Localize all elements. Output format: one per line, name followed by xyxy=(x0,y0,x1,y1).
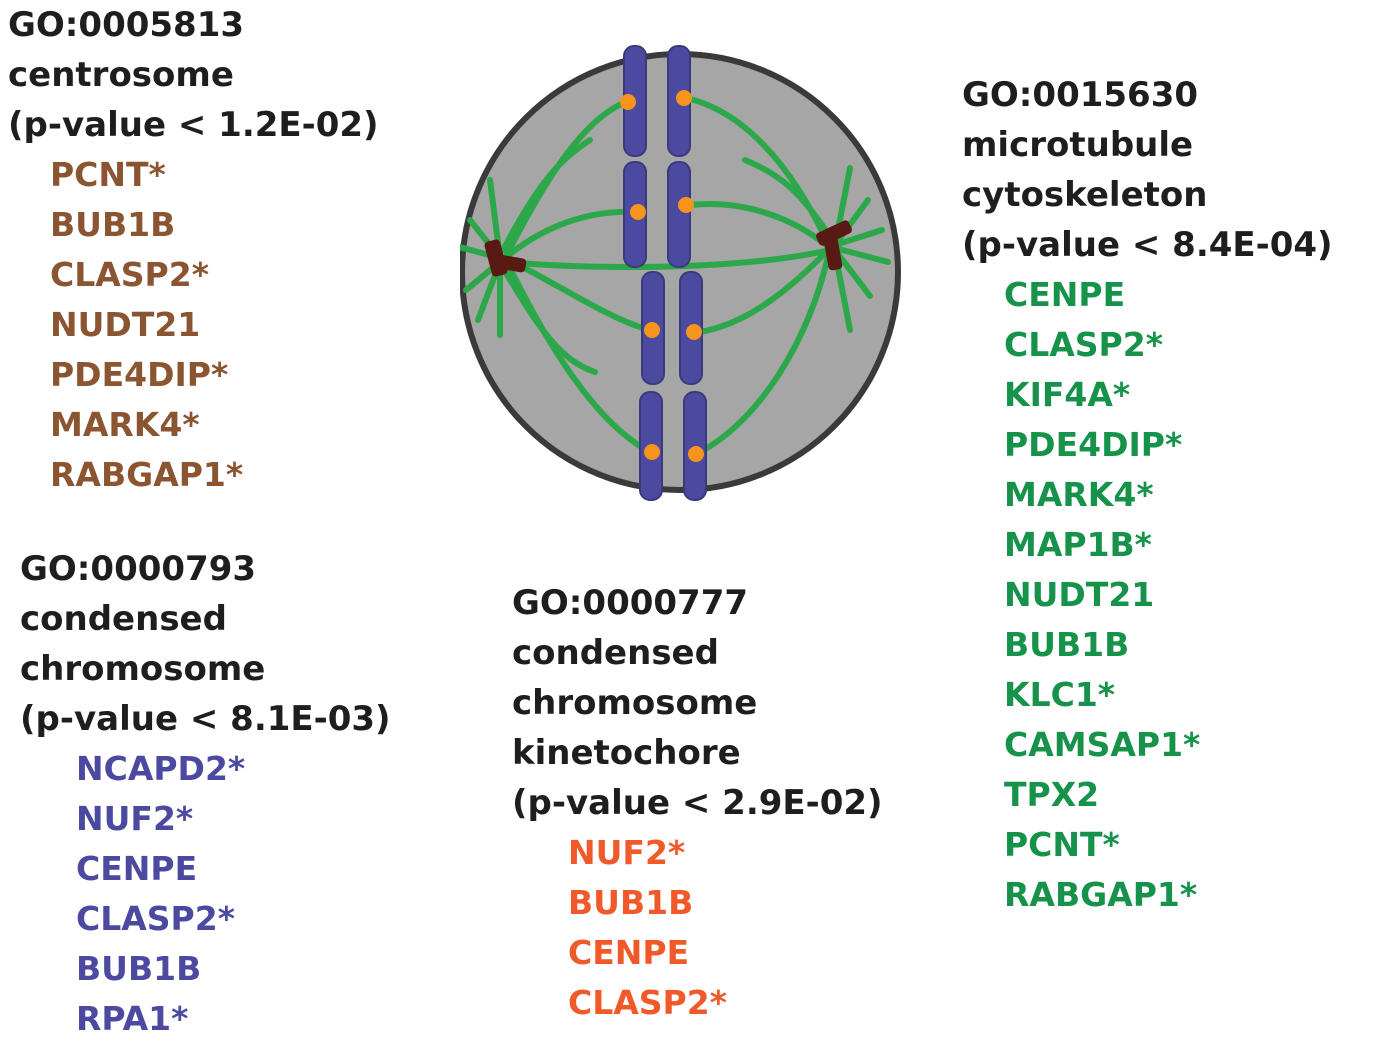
gene-label: NCAPD2* xyxy=(76,749,246,788)
kinetochore xyxy=(688,446,704,462)
chromosome xyxy=(667,161,691,268)
go-term-line: centrosome xyxy=(8,55,234,95)
microtubule xyxy=(500,137,593,253)
gene-list: NUF2* BUB1B CENPE CLASP2* xyxy=(512,828,883,1028)
microtubule xyxy=(832,245,891,265)
gene-label: RPA1* xyxy=(76,999,189,1038)
gene-label: NUDT21 xyxy=(50,305,201,344)
go-pvalue: (p-value < 1.2E-02) xyxy=(8,105,379,145)
go-pvalue: (p-value < 2.9E-02) xyxy=(512,783,883,823)
kinetochore xyxy=(644,444,660,460)
gene-label: CLASP2* xyxy=(568,983,727,1022)
go-id: GO:0015630 xyxy=(962,75,1199,115)
go-group-condensed-chromosome: GO:0000793 condensed chromosome (p-value… xyxy=(20,544,391,1044)
dividing-cell-illustration xyxy=(460,45,901,501)
kinetochores xyxy=(620,90,704,462)
gene-label: CLASP2* xyxy=(1004,325,1163,364)
go-id: GO:0000793 xyxy=(20,549,257,589)
gene-label: PDE4DIP* xyxy=(50,355,229,394)
go-term-line: condensed xyxy=(512,633,719,673)
microtubule xyxy=(687,201,833,251)
gene-label: BUB1B xyxy=(76,949,202,988)
gene-label: CENPE xyxy=(568,933,690,972)
gene-list: PCNT* BUB1B CLASP2* NUDT21 PDE4DIP* MARK… xyxy=(8,150,379,500)
gene-label: CAMSAP1* xyxy=(1004,725,1201,764)
kinetochore xyxy=(678,197,694,213)
gene-label: CENPE xyxy=(1004,275,1126,314)
gene-label: CENPE xyxy=(76,849,198,888)
go-term-line: chromosome xyxy=(20,649,266,689)
go-term-line: chromosome xyxy=(512,683,758,723)
kinetochore xyxy=(630,204,646,220)
gene-label: MARK4* xyxy=(50,405,200,444)
microtubule xyxy=(697,245,833,455)
centrosome-left xyxy=(484,239,527,277)
go-group-microtubule-cytoskeleton: GO:0015630 microtubule cytoskeleton (p-v… xyxy=(962,70,1333,920)
gene-label: NUF2* xyxy=(76,799,194,838)
gene-label: BUB1B xyxy=(1004,625,1130,664)
gene-list: NCAPD2* NUF2* CENPE CLASP2* BUB1B RPA1* xyxy=(20,744,391,1044)
go-term-line: condensed xyxy=(20,599,227,639)
gene-label: MAP1B* xyxy=(1004,525,1152,564)
go-id: GO:0005813 xyxy=(8,5,245,45)
centrosome-right xyxy=(816,220,852,271)
gene-label: KIF4A* xyxy=(1004,375,1131,414)
gene-label: NUDT21 xyxy=(1004,575,1155,614)
gene-label: RABGAP1* xyxy=(1004,875,1198,914)
microtubule xyxy=(502,247,833,270)
go-group-centrosome: GO:0005813 centrosome (p-value < 1.2E-02… xyxy=(8,0,379,500)
microtubule xyxy=(502,208,637,261)
microtubule xyxy=(832,227,885,248)
gene-label: KLC1* xyxy=(1004,675,1116,714)
go-group-kinetochore: GO:0000777 condensed chromosome kinetoch… xyxy=(512,578,883,1028)
microtubule xyxy=(500,265,598,375)
go-term-line: cytoskeleton xyxy=(962,175,1208,215)
go-pvalue: (p-value < 8.4E-04) xyxy=(962,225,1333,265)
gene-label: BUB1B xyxy=(568,883,694,922)
microtubule xyxy=(697,245,833,335)
gene-label: MARK4* xyxy=(1004,475,1154,514)
go-term-line: kinetochore xyxy=(512,733,741,773)
kinetochore xyxy=(644,322,660,338)
microtubule xyxy=(742,157,835,243)
kinetochore xyxy=(686,324,702,340)
chromosome xyxy=(683,391,707,501)
gene-label: BUB1B xyxy=(50,205,176,244)
go-pvalue: (p-value < 8.1E-03) xyxy=(20,699,391,739)
gene-label: CLASP2* xyxy=(76,899,235,938)
microtubule xyxy=(502,255,653,455)
gene-label: PCNT* xyxy=(50,155,166,194)
go-term-line: microtubule xyxy=(962,125,1194,165)
gene-label: RABGAP1* xyxy=(50,455,244,494)
go-id: GO:0000777 xyxy=(512,583,749,623)
gene-label: NUF2* xyxy=(568,833,686,872)
gene-label: TPX2 xyxy=(1004,775,1100,814)
gene-label: PDE4DIP* xyxy=(1004,425,1183,464)
gene-list: CENPE CLASP2* KIF4A* PDE4DIP* MARK4* MAP… xyxy=(962,270,1333,920)
gene-label: PCNT* xyxy=(1004,825,1120,864)
kinetochore xyxy=(620,94,636,110)
centrosomes xyxy=(484,220,852,277)
kinetochore xyxy=(676,90,692,106)
gene-label: CLASP2* xyxy=(50,255,209,294)
